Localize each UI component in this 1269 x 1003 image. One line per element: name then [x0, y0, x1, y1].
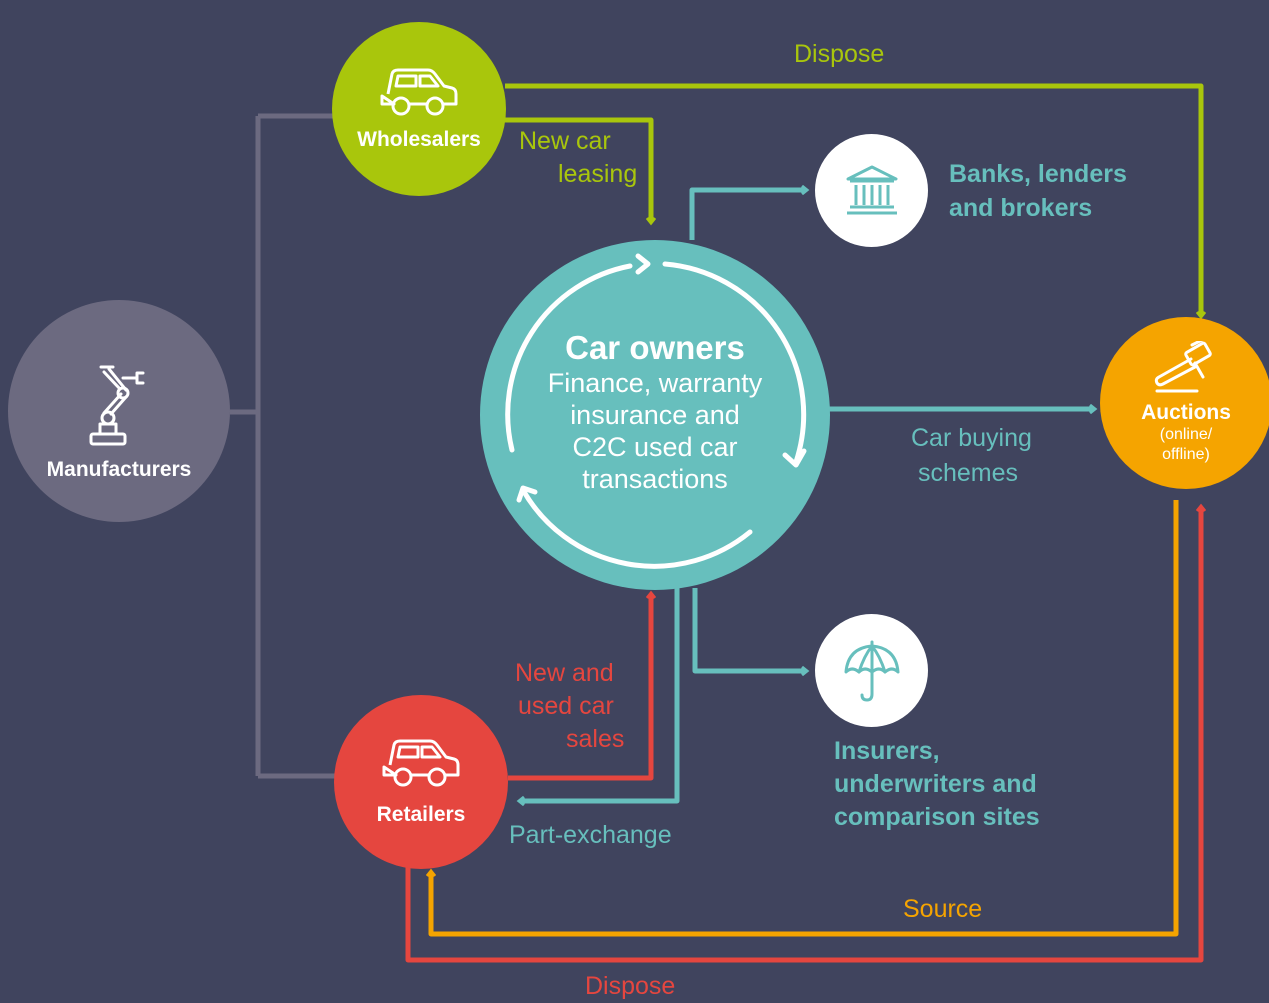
- manufacturers-label: Manufacturers: [46, 458, 192, 481]
- umbrella-icon: [844, 640, 899, 701]
- car-owners-line-2: insurance and: [570, 400, 740, 430]
- dispose-bottom-label: Dispose: [585, 972, 676, 1000]
- new-used-label-2: used car: [518, 692, 614, 720]
- source-label: Source: [903, 895, 983, 923]
- leasing-label-2: leasing: [558, 160, 638, 188]
- manufacturer-link-line: [230, 113, 345, 779]
- new-used-label-1: New and: [515, 659, 614, 687]
- manufacturers-node: Manufacturers: [8, 300, 230, 522]
- car-icon: [380, 68, 458, 116]
- robot-arm-icon: [89, 365, 145, 446]
- bank-icon: [846, 165, 897, 214]
- banks-node: [815, 134, 928, 247]
- auctions-node: Auctions (online/ offline): [1100, 317, 1269, 489]
- insurers-label-3: comparison sites: [834, 803, 1040, 831]
- banks-label-1: Banks, lenders: [949, 160, 1127, 188]
- car-owners-title: Car owners: [565, 329, 745, 366]
- car-owners-line-4: transactions: [582, 464, 728, 494]
- auctions-label: Auctions: [1141, 401, 1231, 424]
- new-used-label-3: sales: [566, 725, 625, 753]
- part-exchange-arrow: [520, 588, 680, 801]
- retailers-node: Retailers: [334, 695, 508, 869]
- car-owners-node: Car owners Finance, warranty insurance a…: [480, 240, 830, 590]
- wholesalers-label: Wholesalers: [357, 128, 481, 151]
- car-owners-line-1: Finance, warranty: [547, 368, 763, 398]
- insurers-arrow: [692, 588, 806, 671]
- dispose-bottom-arrow: [405, 507, 1201, 963]
- new-used-sales-arrow: [508, 594, 651, 781]
- banks-arrow: [689, 190, 806, 240]
- insurers-node: [815, 614, 928, 727]
- insurers-label-1: Insurers,: [834, 737, 940, 765]
- gavel-icon: [1154, 341, 1212, 393]
- insurers-label-2: underwriters and: [834, 770, 1037, 798]
- leasing-arrow: [497, 117, 651, 222]
- car-buying-label-1: Car buying: [911, 424, 1032, 452]
- source-arrow: [431, 500, 1179, 937]
- wholesalers-node: Wholesalers: [332, 22, 506, 196]
- dispose-top-arrow: [505, 83, 1201, 316]
- leasing-label-1: New car: [519, 127, 611, 155]
- car-owners-line-3: C2C used car: [572, 432, 738, 462]
- banks-label-2: and brokers: [949, 194, 1093, 222]
- car-buying-label-2: schemes: [918, 459, 1019, 487]
- auctions-sub-2: offline): [1162, 446, 1210, 463]
- dispose-top-label: Dispose: [794, 40, 885, 68]
- cycle-arrows-icon: [505, 253, 807, 569]
- part-exchange-label: Part-exchange: [509, 821, 672, 849]
- retailers-label: Retailers: [376, 803, 466, 826]
- car-icon: [382, 739, 460, 787]
- auctions-sub-1: (online/: [1159, 426, 1213, 443]
